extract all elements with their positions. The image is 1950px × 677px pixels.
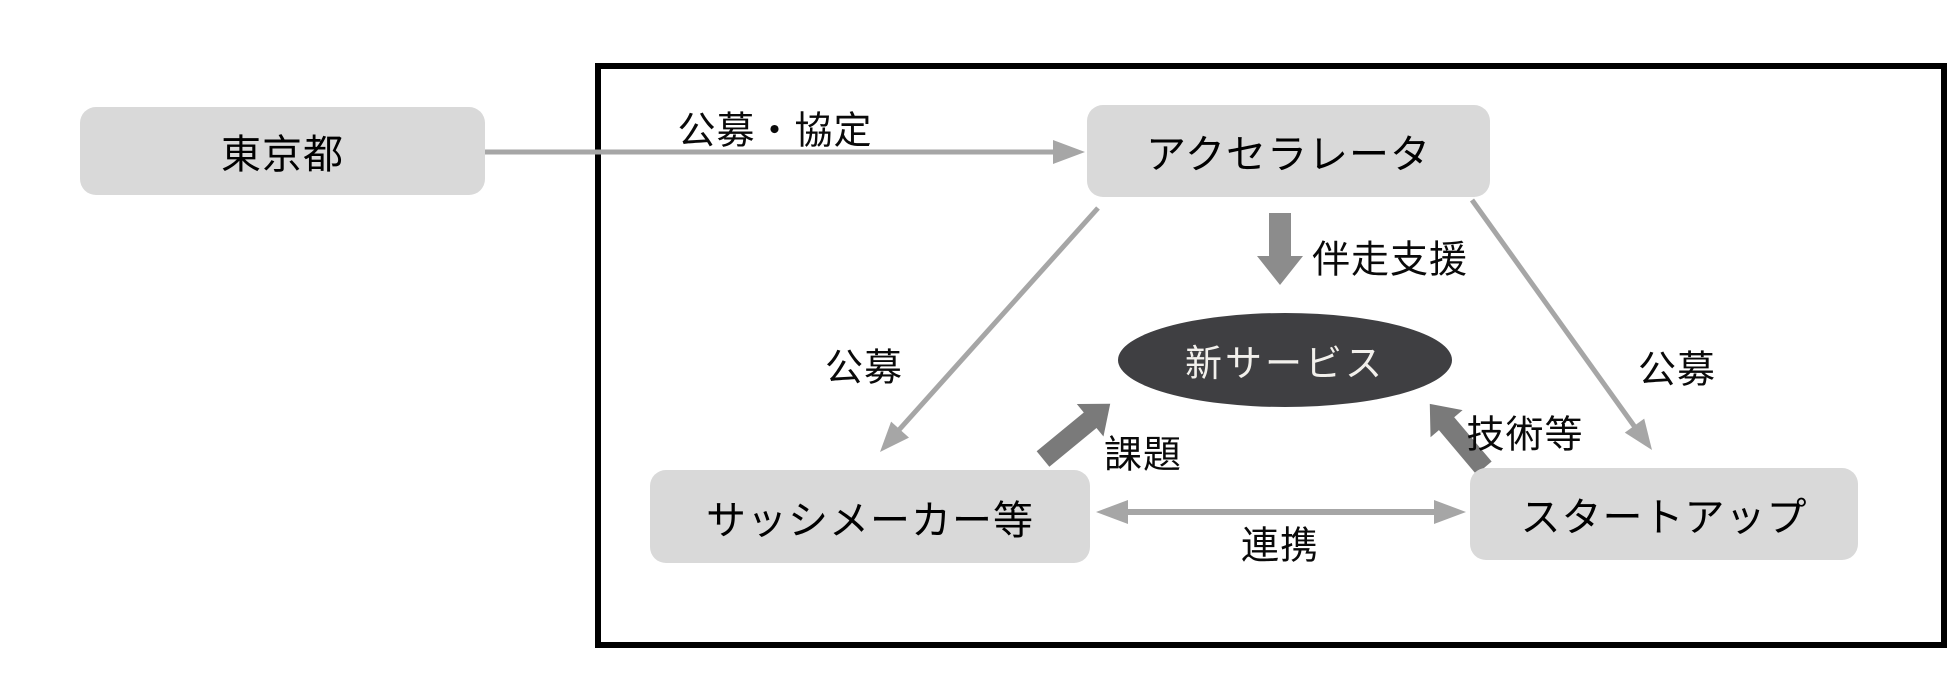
label-gijutsu: 技術等 [1466,414,1584,457]
technology-block-arrow [1429,403,1492,475]
new-service-node-label: 新サービス [1185,344,1385,385]
collaboration-double-arrow [1096,500,1466,524]
label-renkei: 連携 [1240,525,1320,568]
label-koubo-right: 公募 [1637,349,1717,392]
startup-node: スタートアップ [1470,468,1858,560]
sash-maker-node-label: サッシメーカー等 [706,497,1034,543]
accelerator-to-sashmaker-arrow [880,206,1100,452]
startup-node-label: スタートアップ [1520,495,1808,540]
tokyo-node-label: 東京都 [221,132,344,177]
new-service-node: 新サービス [1118,313,1452,407]
label-koubo-kyotei: 公募・協定 [677,110,873,153]
tokyo-node: 東京都 [80,107,485,195]
label-bansou-shien: 伴走支援 [1311,239,1469,282]
label-koubo-left: 公募 [824,347,904,390]
accelerator-to-startup-arrow [1469,198,1652,450]
accelerator-node-label: アクセラレータ [1146,132,1431,177]
sash-maker-node: サッシメーカー等 [650,470,1090,563]
program-frame [595,63,1947,648]
tokyo-to-accelerator-arrow [485,140,1085,164]
issues-block-arrow [1036,403,1111,467]
accelerator-node: アクセラレータ [1087,105,1490,197]
support-block-arrow-down [1257,213,1303,285]
label-kadai: 課題 [1103,434,1183,477]
